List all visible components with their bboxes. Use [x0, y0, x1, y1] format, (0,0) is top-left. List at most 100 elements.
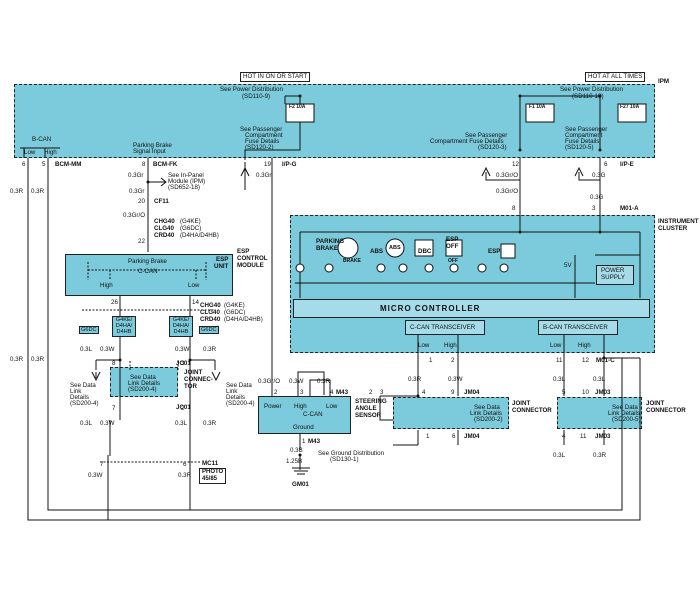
- pin: 12: [582, 357, 589, 364]
- pb-signal-label: Parking Brake: [133, 142, 172, 149]
- see-dl-jm03b: Link Details: [608, 410, 640, 417]
- ic-label2: CLUSTER: [658, 225, 688, 232]
- pin: 4: [330, 389, 334, 396]
- esp-cm-label3: MODULE: [237, 262, 264, 269]
- wire-label: 0.3Gr/O: [496, 188, 519, 195]
- pin: 10: [582, 389, 589, 396]
- see-pc3b: Compartment: [565, 132, 603, 139]
- jc01-label: JC01: [176, 360, 191, 367]
- wire-label: 0.3R: [203, 420, 217, 427]
- esp-ccan: C-CAN: [138, 268, 158, 275]
- bcm-mm-label: BCM-MM: [55, 161, 82, 168]
- power-supply-label2: SUPPLY: [601, 274, 625, 281]
- tag-line: D4HB: [116, 329, 132, 336]
- esp-label: ESP: [488, 248, 501, 255]
- wire-label: 0.3W: [289, 378, 304, 385]
- pin: 1: [426, 433, 430, 440]
- pin: 7: [100, 461, 104, 468]
- pbrake-label: PARKING: [316, 238, 345, 245]
- see-dl-r4: (SD200-4): [226, 400, 255, 407]
- esp-unit-label2: UNIT: [214, 263, 229, 270]
- pin: 6: [604, 161, 608, 168]
- m43-label: M43: [336, 389, 349, 396]
- clg40-variant: (G6DC): [180, 225, 202, 232]
- wire-label: 0.3B: [290, 447, 303, 454]
- dbc-label: DBC: [418, 248, 432, 255]
- wire-label: 0.3W: [100, 346, 115, 353]
- pin: 11: [556, 357, 563, 364]
- cc-low: Low: [418, 342, 430, 349]
- sas-label3: SENSOR: [355, 412, 382, 419]
- tag-g4ke-b: G4KE/ D4HA/ D4HB: [169, 316, 193, 337]
- m43b-label: M43: [308, 438, 321, 445]
- pin: 9: [451, 389, 455, 396]
- pin: 2: [274, 389, 278, 396]
- see-dl-r: See Data: [226, 382, 252, 389]
- hot-at-all-label: HOT AT ALL TIMES: [585, 72, 646, 82]
- jm04-box: [393, 397, 509, 429]
- bcan-transceiver-box: [538, 320, 618, 335]
- chg40-variant: (G4KE): [180, 218, 201, 225]
- wire-label: 0.3L: [80, 346, 93, 353]
- joint-conn-label3: TOR: [184, 383, 197, 390]
- pin: 14: [192, 299, 199, 306]
- abs-label: ABS: [370, 248, 384, 255]
- see-dl-jm04b: Link Details: [470, 410, 502, 417]
- brake-icon: BRAKE: [343, 258, 361, 264]
- wire-label: 0.3R: [31, 188, 45, 195]
- see-dl-r3: Details: [226, 394, 245, 401]
- see-pc1b: Compartment: [245, 132, 283, 139]
- power-supply-label: POWER: [601, 267, 625, 274]
- sas-ground: Ground: [293, 424, 314, 431]
- wire-label: 0.3Gr/O: [258, 378, 281, 385]
- see-dl-l2: Link: [70, 388, 82, 395]
- pin: 3: [181, 360, 185, 367]
- esp-unit-label: ESP: [216, 256, 229, 263]
- sas-box: [258, 396, 351, 434]
- esp-high: High: [100, 282, 113, 289]
- jm03b-label: JM03: [595, 433, 611, 440]
- pin: 11: [580, 433, 587, 440]
- fuse-f2: F2 10A: [289, 104, 306, 110]
- micro-controller-label: MICRO CONTROLLER: [380, 304, 481, 313]
- pin: 2: [181, 405, 185, 412]
- pin: 3: [380, 389, 384, 396]
- jconn-b-label: JOINT: [646, 400, 665, 407]
- see-dl-jc2: Link Details: [128, 380, 160, 387]
- see-dl-l4: (SD200-4): [70, 400, 99, 407]
- wire-label: 0.3W: [100, 420, 115, 427]
- pin: 5: [42, 161, 46, 168]
- ic-label: INSTRUMENT: [658, 218, 699, 225]
- tag-line: G4KE/: [115, 317, 133, 323]
- m01a-label: M01-A: [620, 205, 639, 212]
- sas-power: Power: [264, 403, 282, 410]
- see-dl-jm03c: (SD200-5): [612, 416, 641, 423]
- esp-low: Low: [188, 282, 200, 289]
- wire-label: 0.3R: [178, 472, 192, 479]
- pb-signal-label2: Signal Input: [133, 148, 166, 155]
- ccan-transceiver-box: [405, 320, 485, 335]
- fuse-f1: F1 10A: [529, 104, 546, 110]
- wire-label: 0.3R: [10, 356, 24, 363]
- wire-label: 0.3R: [317, 378, 331, 385]
- wire-label: 1.25B: [286, 458, 303, 465]
- esp-cm-label: ESP: [237, 248, 250, 255]
- see-dl-jm03: See Data: [612, 404, 638, 411]
- tag-g6dc-a: G6DC: [79, 326, 99, 335]
- jm03-box: [557, 397, 642, 429]
- wire-label: 0.3L: [175, 420, 188, 427]
- see-pc1: See Passenger: [240, 126, 283, 133]
- pin: 8: [112, 360, 116, 367]
- clg40-label: CLG40: [154, 225, 174, 232]
- bc-low: Low: [550, 342, 562, 349]
- pin: 2: [451, 357, 455, 364]
- pin: 19: [264, 161, 271, 168]
- esp-parking-brake: Parking Brake: [128, 258, 167, 265]
- esp-unit-box: [65, 254, 233, 296]
- see-pc3: See Passenger: [565, 126, 608, 133]
- v5-label: 5V: [564, 262, 572, 269]
- esp-cm-label2: CONTROL: [237, 255, 268, 262]
- pin: 26: [111, 299, 118, 306]
- clg40b-variant: (G6DC): [224, 309, 246, 316]
